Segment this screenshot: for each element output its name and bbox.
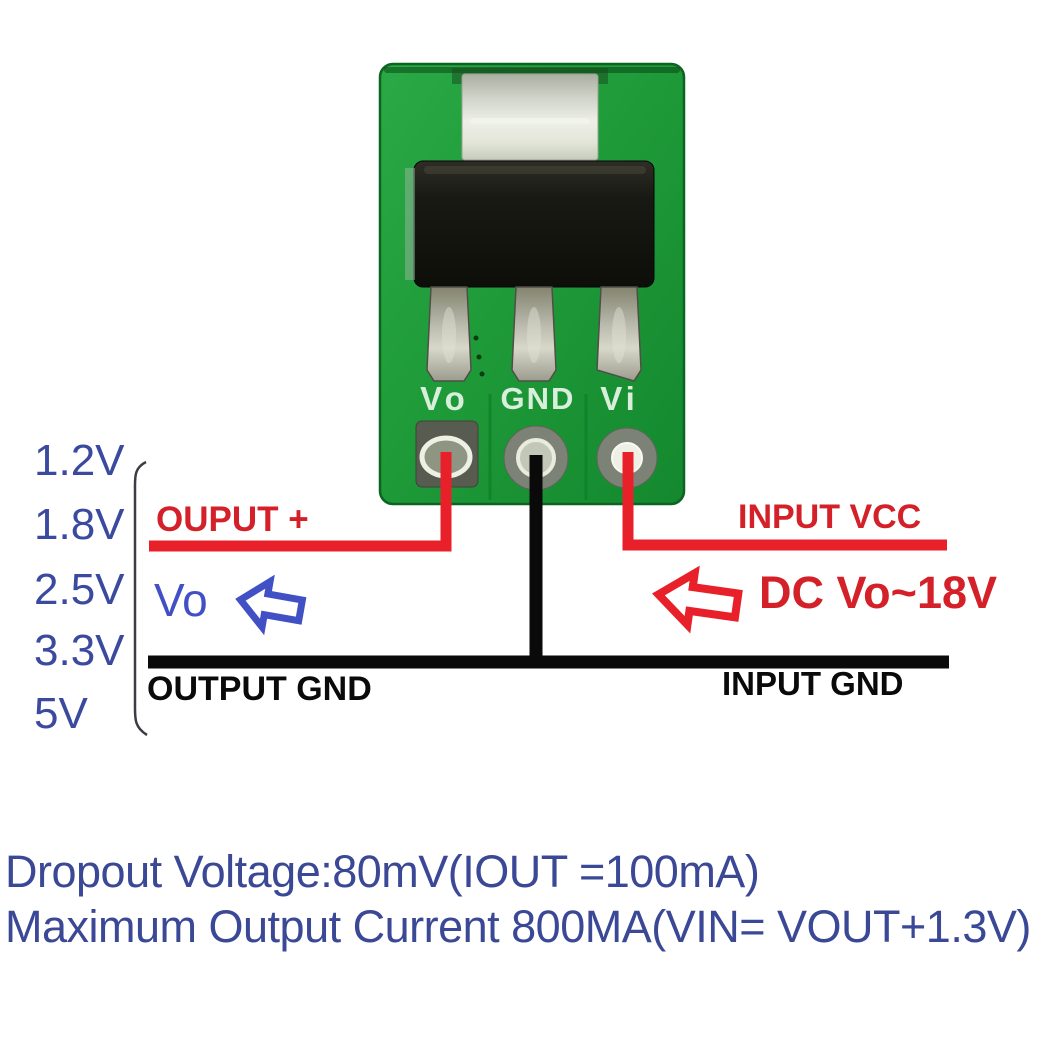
spec-dropout-voltage: Dropout Voltage:80mV(IOUT =100mA) xyxy=(5,846,760,897)
output-vo-label: Vo xyxy=(154,574,208,626)
leg-highlight-3 xyxy=(612,307,626,363)
output-gnd-label: OUTPUT GND xyxy=(147,670,372,708)
voltage-option: 1.2V xyxy=(34,436,125,485)
tab-highlight xyxy=(470,118,590,124)
pcb-module xyxy=(378,62,686,506)
input-voltage-range-label: DC Vo~18V xyxy=(759,567,998,618)
regulator-ic-body xyxy=(413,160,655,288)
voltage-options-bracket xyxy=(133,460,148,737)
input-vcc-wire xyxy=(622,452,947,551)
input-vcc-label: INPUT VCC xyxy=(738,498,922,536)
silkscreen-pin-vi: Vi xyxy=(600,380,639,417)
red-left-arrow-icon xyxy=(651,565,743,634)
input-gnd-label: INPUT GND xyxy=(722,665,904,702)
pin-leg-vi xyxy=(596,286,642,382)
output-plus-wire xyxy=(149,452,452,552)
voltage-option: 1.8V xyxy=(34,500,125,549)
pad-separator-grooves xyxy=(488,394,588,500)
leg-highlight-1 xyxy=(442,307,456,363)
spec-max-output-current: Maximum Output Current 800MA(VIN= VOUT+1… xyxy=(5,901,1031,952)
pcb-via-dot xyxy=(476,354,482,360)
output-plus-label: OUPUT + xyxy=(156,500,309,539)
voltage-option: 5V xyxy=(34,689,88,738)
vo-direction-arrow xyxy=(235,574,307,636)
voltage-option: 2.5V xyxy=(34,565,125,614)
input-direction-arrow xyxy=(651,565,743,634)
leg-highlight-2 xyxy=(527,307,541,363)
ic-left-reflection xyxy=(405,168,415,280)
silkscreen-pin-gnd: GND xyxy=(500,381,576,416)
ground-wire xyxy=(148,455,949,669)
voltage-option: 3.3V xyxy=(34,626,125,675)
ic-top-highlight xyxy=(424,166,646,174)
regulator-metal-tab xyxy=(461,73,599,161)
pin-leg-vo xyxy=(426,286,472,382)
blue-left-arrow-icon xyxy=(235,574,307,636)
pcb-via-dot xyxy=(473,335,479,341)
pin-leg-gnd xyxy=(511,286,557,382)
silkscreen-pin-vo: Vo xyxy=(420,380,470,417)
pcb-via-dot xyxy=(479,371,485,377)
